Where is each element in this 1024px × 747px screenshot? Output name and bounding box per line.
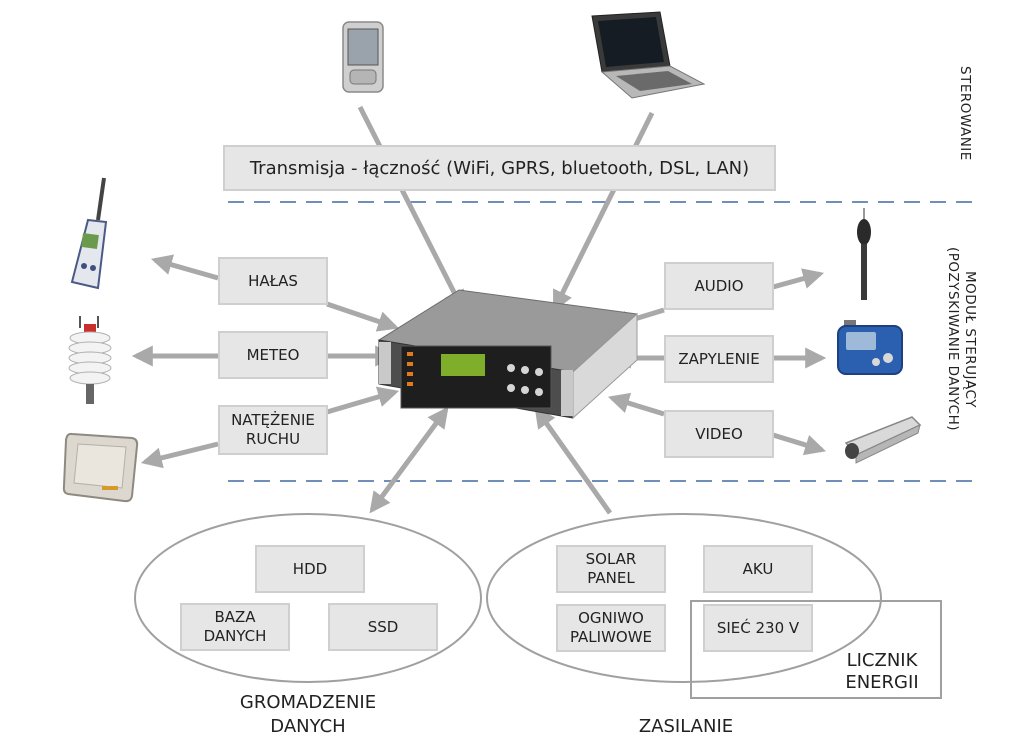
control-section-label: STEROWANIE [957,65,973,161]
energy-meter-frame [690,600,942,699]
data-storage-ellipse [134,513,482,683]
data-storage-title: GROMADZENIE DANYCH [239,692,377,737]
arrow-pda-to-device [357,105,465,312]
dust-monitor-icon [837,320,903,375]
cctv-camera-icon [844,416,922,464]
module-zapylenie: ZAPYLENIE [664,335,774,383]
module-halas: HAŁAS [218,257,328,305]
arrow-video-to-device [607,392,665,417]
microphone-icon [857,208,871,300]
module-video: VIDEO [664,410,774,458]
transmission-box: Transmisja - łączność (WiFi, GPRS, bluet… [223,145,776,191]
arrow-video-to-camera [772,432,827,456]
power-aku: AKU [703,545,813,593]
traffic-radar-icon [62,432,139,503]
power-siec-230v: SIEĆ 230 V [703,604,813,652]
storage-baza-danych: BAZA DANYCH [180,603,290,651]
laptop-icon [591,11,706,99]
control-module-section-label: MODUŁ STERUJĄCY (POZYSKIWANIE DANYCH) [945,246,978,432]
power-solar-panel: SOLAR PANEL [556,545,666,593]
arrow-audio-to-mic [772,268,825,290]
arrow-halas-to-meter [150,254,219,281]
storage-hdd: HDD [255,545,365,593]
arrow-storage-device [369,406,449,514]
module-audio: AUDIO [664,262,774,310]
arrow-power-to-device [534,406,613,515]
arrow-ruch-to-device [326,386,400,415]
arrow-ruch-to-radar [140,441,219,469]
arrow-halas-to-device [326,301,399,332]
pda-icon [342,21,384,93]
weather-station-icon [68,316,112,404]
power-ogniwo-paliwowe: OGNIWO PALIWOWE [556,604,666,652]
arrow-laptop-to-device [552,111,655,312]
power-supply-title: ZASILANIE [638,716,734,737]
energy-meter-label: LICZNIK ENERGII [845,650,919,693]
storage-ssd: SSD [328,603,438,651]
power-supply-ellipse [486,513,882,683]
data-logger-device-icon [377,289,639,420]
sound-level-meter-icon [70,177,108,290]
module-meteo: METEO [218,331,328,379]
module-natezenie-ruchu: NATĘŻENIE RUCHU [218,405,328,455]
